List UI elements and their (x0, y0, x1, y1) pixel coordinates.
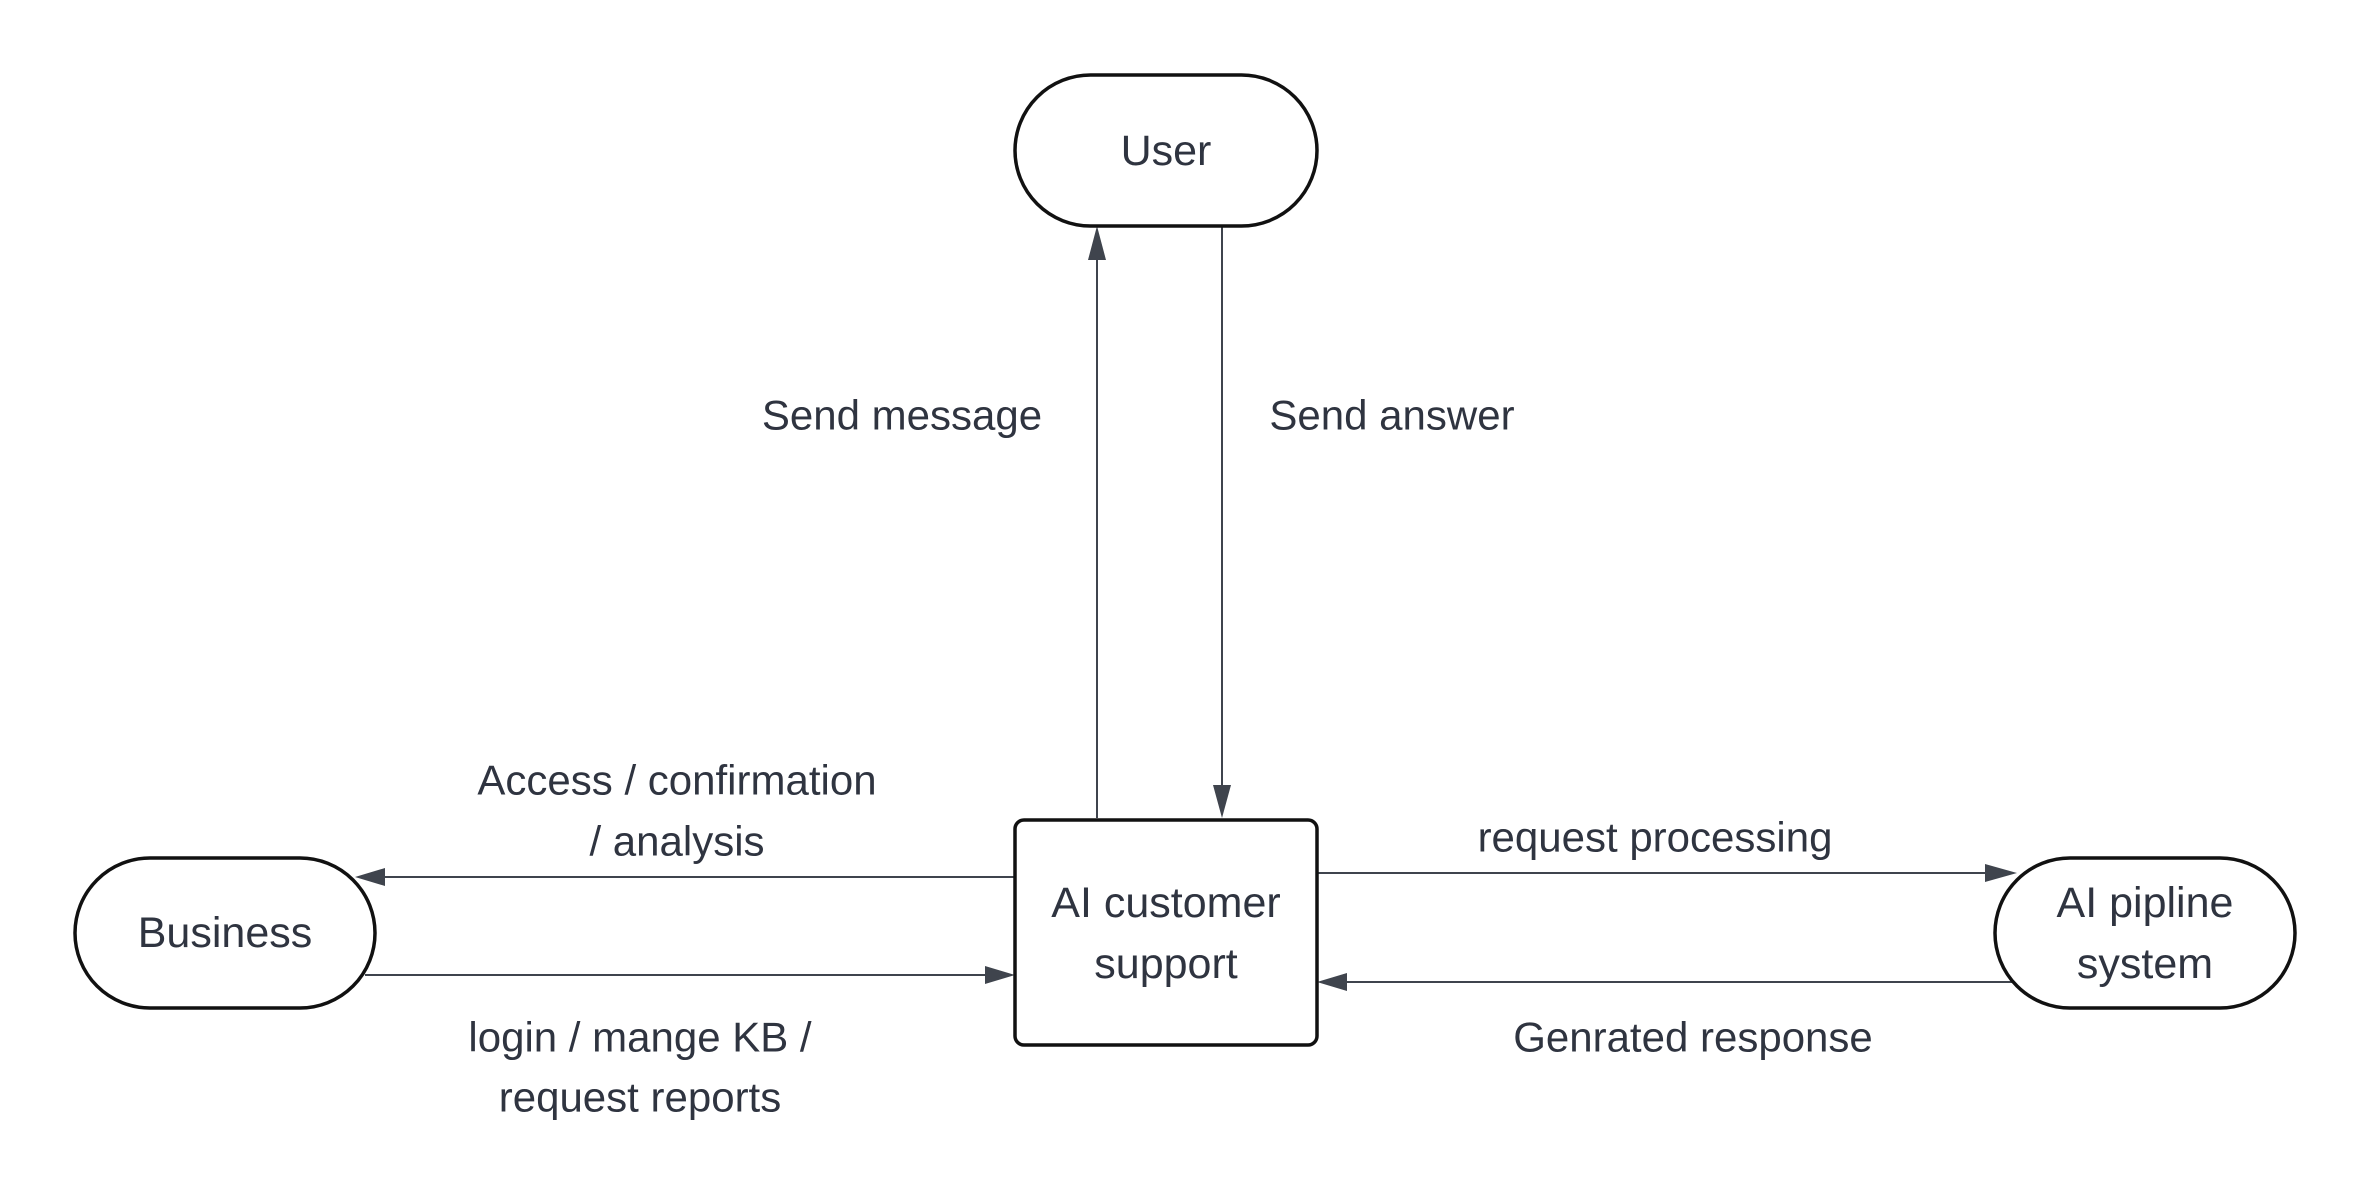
edge-send-answer (1213, 226, 1231, 818)
arrowhead-down-icon (1213, 785, 1231, 818)
edge-label-generated-response: Genrated response (1513, 1014, 1873, 1061)
edge-generated-response (1317, 973, 2012, 991)
node-user-label: User (1121, 127, 1212, 175)
node-user: User (1013, 73, 1319, 228)
edge-label-send-message: Send message (762, 392, 1042, 439)
node-ai-customer-support: AI customer support (1013, 818, 1319, 1047)
arrowhead-right-icon (1985, 864, 2017, 882)
edge-access-confirmation (355, 868, 1015, 886)
node-ai-pipeline-line2: system (2077, 940, 2213, 988)
node-ai-pipeline-line1: AI pipline (2057, 879, 2234, 927)
node-ai-support-line2: support (1094, 940, 1237, 988)
edge-label-login-line2: request reports (499, 1074, 781, 1121)
edge-login-manage (365, 966, 1015, 984)
arrowhead-left-icon (1317, 973, 1347, 991)
edge-request-processing (1317, 864, 2017, 882)
node-business: Business (73, 856, 377, 1010)
node-ai-pipeline-system: AI pipline system (1993, 856, 2297, 1010)
edge-label-request-processing: request processing (1478, 814, 1833, 861)
edge-label-login-line1: login / mange KB / (468, 1014, 812, 1061)
edge-label-access-line2: / analysis (589, 818, 764, 865)
node-business-label: Business (138, 909, 312, 957)
arrowhead-left-icon (355, 868, 385, 886)
arrowhead-up-icon (1088, 226, 1106, 260)
arrowhead-right-icon (985, 966, 1015, 984)
node-ai-support-line1: AI customer (1051, 879, 1280, 927)
edge-send-message (1088, 226, 1106, 818)
edge-label-access-line1: Access / confirmation (477, 757, 876, 804)
edge-label-send-answer: Send answer (1269, 392, 1514, 439)
